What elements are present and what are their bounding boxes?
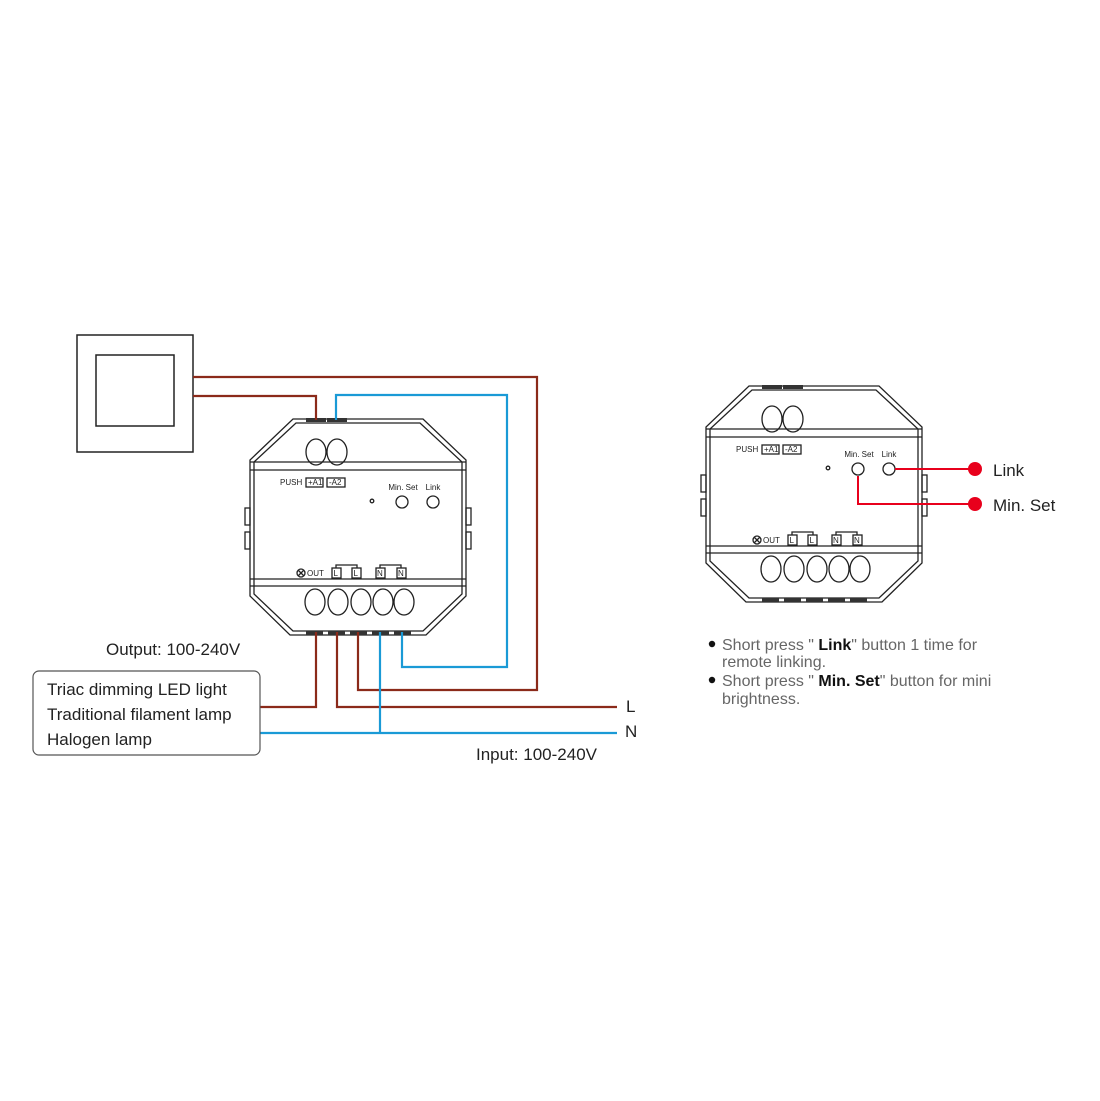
load-types-box: Triac dimming LED light Traditional fila… (32, 670, 261, 756)
link-callout-label: Link (993, 461, 1025, 480)
min-set-callout-dot (968, 497, 982, 511)
min-set-callout-label: Min. Set (993, 496, 1056, 515)
wire-switch-to-live (193, 375, 539, 692)
terminal-l1: L (334, 569, 339, 578)
terminal-l2: L (354, 569, 359, 578)
note-link-cont: remote linking. (722, 654, 826, 671)
a1-label: +A1 (764, 445, 779, 454)
wire-switch-to-a1 (193, 394, 318, 420)
a2-label: -A2 (785, 445, 798, 454)
terminal-n1: N (377, 569, 383, 578)
terminal-n2: N (854, 536, 860, 545)
terminal-l1: L (790, 536, 795, 545)
min-set-label: Min. Set (388, 483, 418, 492)
terminal-n1: N (833, 536, 839, 545)
load-item: Triac dimming LED light (47, 680, 227, 699)
terminal-l2: L (810, 536, 815, 545)
dimmer-module-right: PUSH +A1 -A2 Min. Set Link OUT L L N N (700, 384, 928, 603)
wire-a2-to-neutral (334, 393, 509, 669)
wire-output-live (260, 632, 318, 709)
dimmer-module-left: PUSH +A1 -A2 Min. Set Link OUT L L N N (244, 417, 472, 636)
push-label: PUSH (736, 445, 758, 454)
push-label: PUSH (280, 478, 302, 487)
note-link: Short press " Link" button 1 time for (722, 637, 978, 654)
instructions: Short press " Link" button 1 time for re… (708, 637, 991, 708)
out-label: OUT (763, 536, 780, 545)
line-n-label: N (625, 722, 637, 741)
note-min-set-cont: brightness. (722, 691, 800, 708)
note-min-set: Short press " Min. Set" button for mini (722, 673, 991, 690)
callouts: Link Min. Set (857, 461, 1056, 515)
link-label: Link (882, 450, 898, 459)
load-item: Traditional filament lamp (47, 705, 232, 724)
wire-input-live (335, 632, 617, 709)
a1-label: +A1 (308, 478, 323, 487)
wires (193, 375, 617, 735)
terminal-n2: N (398, 569, 404, 578)
link-label: Link (426, 483, 442, 492)
line-l-label: L (626, 697, 635, 716)
min-set-label: Min. Set (844, 450, 874, 459)
out-label: OUT (307, 569, 324, 578)
input-label: Input: 100-240V (476, 745, 598, 764)
output-label: Output: 100-240V (106, 640, 241, 659)
wall-push-switch (76, 334, 194, 453)
load-item: Halogen lamp (47, 730, 152, 749)
link-callout-dot (968, 462, 982, 476)
a2-label: -A2 (329, 478, 342, 487)
